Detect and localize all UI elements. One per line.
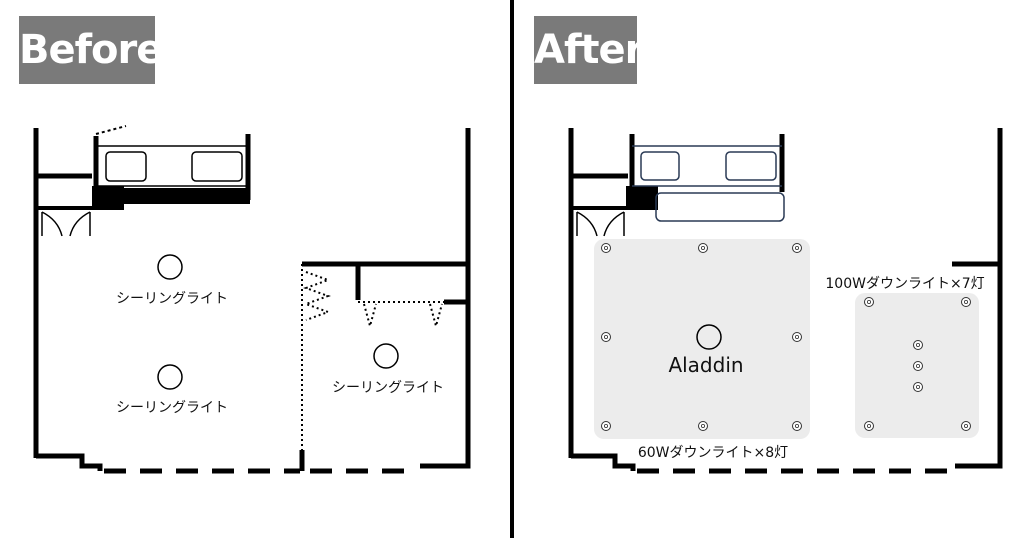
downlight-60w-icon-center <box>701 423 706 428</box>
downlight-100w-icon-center <box>867 299 872 304</box>
downlight-60w-icon-center <box>795 423 800 428</box>
before-light-label: シーリングライト <box>116 291 228 307</box>
downlight-100w-icon <box>913 382 923 392</box>
before-badge: Before <box>19 16 163 84</box>
after-100w-label: 100Wダウンライト×7灯 <box>825 276 985 292</box>
downlight-60w-icon <box>601 243 611 253</box>
before-floor-plan <box>33 125 471 474</box>
after-door-left <box>576 211 598 237</box>
before-door-right <box>69 211 91 237</box>
after-60w-label: 60Wダウンライト×8灯 <box>637 445 789 461</box>
after-right-wall <box>955 128 1003 469</box>
after-kitchen-island <box>655 192 785 222</box>
before-sink <box>105 151 147 182</box>
downlight-60w-icon <box>792 332 802 342</box>
downlight-60w-icon <box>698 243 708 253</box>
downlight-100w-icon <box>961 421 971 431</box>
before-room-curtain-folds <box>363 303 443 330</box>
downlight-100w-icon <box>961 297 971 307</box>
downlight-100w-icon-center <box>867 423 872 428</box>
after-stove <box>725 151 777 181</box>
panel-divider <box>510 0 514 538</box>
downlight-100w-icon-center <box>916 342 921 347</box>
before-light-label: シーリングライト <box>116 400 228 416</box>
before-light-label: シーリングライト <box>332 380 444 396</box>
before-bottom-left-wall <box>36 453 103 471</box>
downlight-60w-icon-center <box>701 245 706 250</box>
downlight-100w-icon <box>864 421 874 431</box>
downlight-60w-icon-center <box>604 334 609 339</box>
downlight-60w-icon-center <box>795 334 800 339</box>
before-ceiling-light-icon <box>157 254 183 280</box>
downlight-100w-icon-center <box>964 423 969 428</box>
before-ceiling-light-icon <box>157 364 183 390</box>
downlight-100w-icon <box>864 297 874 307</box>
before-door-left <box>41 211 63 237</box>
after-sink <box>640 151 680 181</box>
downlight-60w-icon <box>698 421 708 431</box>
before-kitchen-base <box>96 188 250 204</box>
downlight-100w-icon <box>913 340 923 350</box>
downlight-100w-icon-center <box>964 299 969 304</box>
before-stove <box>191 151 243 182</box>
downlight-60w-icon-center <box>604 423 609 428</box>
before-vent-dotted <box>95 125 127 135</box>
before-right-wall <box>420 128 471 469</box>
after-downlights <box>601 243 971 431</box>
downlight-60w-icon <box>792 421 802 431</box>
after-badge: After <box>534 16 644 84</box>
downlight-60w-icon <box>601 421 611 431</box>
downlight-60w-icon <box>792 243 802 253</box>
downlight-60w-icon-center <box>604 245 609 250</box>
downlight-100w-icon <box>913 361 923 371</box>
after-aladdin-light-icon <box>696 324 722 350</box>
downlight-60w-icon-center <box>795 245 800 250</box>
before-ceiling-light-icon <box>373 343 399 369</box>
after-floor-plan <box>568 128 1003 474</box>
after-bottom-left-wall <box>571 453 636 471</box>
downlight-100w-icon-center <box>916 363 921 368</box>
downlight-60w-icon <box>601 332 611 342</box>
after-lit-zone-60w <box>594 239 810 439</box>
downlight-100w-icon-center <box>916 384 921 389</box>
after-door-right <box>603 211 625 237</box>
before-closet-zigzag <box>303 271 331 321</box>
after-aladdin-label: Aladdin <box>668 353 744 377</box>
